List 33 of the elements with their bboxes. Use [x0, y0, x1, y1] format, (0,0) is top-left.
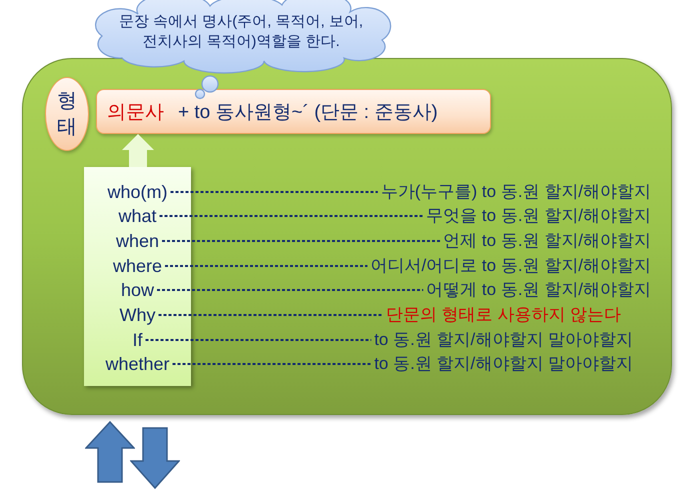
dotted-leader-line [162, 240, 440, 242]
keyword-text: 의문사 [107, 100, 164, 124]
formula-text: + to 동사원형~´ (단문 : 준동사) [178, 100, 438, 124]
cloud-text: 문장 속에서 명사(주어, 목적어, 보어, 전치사의 목적어)역할을 한다. [118, 12, 364, 52]
dotted-leader-line [165, 265, 368, 267]
question-word: how [120, 279, 154, 301]
label-text: 형태 [56, 89, 78, 140]
dotted-leader-line [158, 314, 383, 316]
meaning-text: to 동.원 할지/해야할지 말아야할지 [374, 329, 633, 351]
question-word: when [116, 230, 160, 252]
meaning-text: 어디서/어디로 to 동.원 할지/해야할지 [370, 255, 651, 277]
meaning-text: 어떻게 to 동.원 할지/해야할지 [426, 279, 651, 301]
question-word: what [118, 205, 157, 227]
rounded-panel [22, 58, 672, 415]
question-word: If [132, 329, 142, 351]
dotted-leader-line [172, 363, 372, 365]
dotted-leader-line [160, 215, 424, 217]
formula-box [96, 89, 491, 134]
meaning-text: 무엇을 to 동.원 할지/해야할지 [426, 205, 651, 227]
question-word: Why [120, 304, 156, 326]
dotted-leader-line [157, 289, 424, 291]
label-oval [45, 77, 89, 151]
word-list-card [84, 167, 191, 386]
meaning-text: to 동.원 할지/해야할지 말아야할지 [374, 353, 633, 375]
question-word: whether [105, 353, 170, 375]
question-word: who(m) [108, 181, 168, 203]
dotted-leader-line [170, 191, 378, 193]
meaning-text: 누가(누구를) to 동.원 할지/해야할지 [380, 181, 651, 203]
dotted-leader-line [146, 339, 372, 341]
question-word: where [112, 255, 162, 277]
meaning-text: 언제 to 동.원 할지/해야할지 [443, 230, 651, 252]
meaning-text: 단문의 형태로 사용하지 않는다 [386, 304, 621, 326]
block-arrow [122, 134, 154, 167]
